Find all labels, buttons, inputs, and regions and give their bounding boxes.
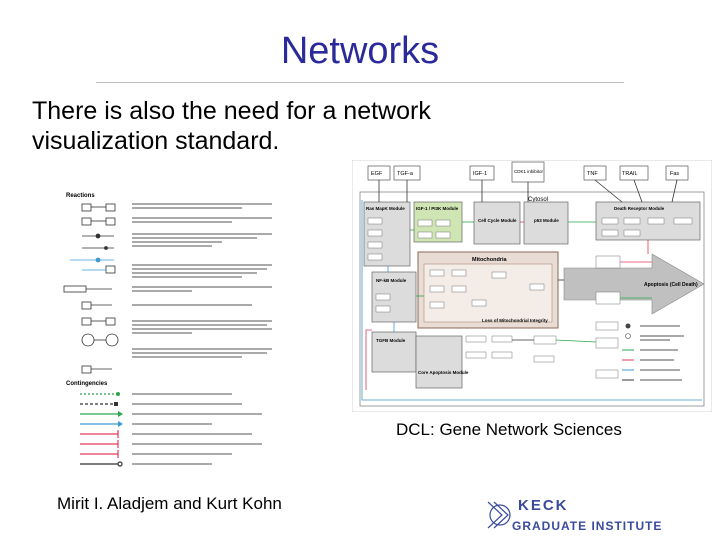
module-p53: p53 Module	[534, 218, 559, 223]
legend-reaction-descriptions	[132, 203, 272, 358]
right-state-nodes	[465, 255, 621, 379]
body-text: There is also the need for a network vis…	[32, 97, 431, 155]
legend-contingency-descriptions	[132, 393, 262, 465]
keck-graduate-institute-logo: KECK GRADUATE INSTITUTE	[487, 497, 662, 533]
mitochondria-inner-nodes	[429, 269, 545, 309]
caption-dcl: DCL: Gene Network Sciences	[396, 420, 622, 439]
logo-line-institute: GRADUATE INSTITUTE	[512, 519, 662, 533]
module-nfkb: NF-kB Module	[376, 278, 407, 283]
top-signal-labels: EGF TGF-a IGF-1 CDK1 inhibitor TNF TRAIL…	[371, 169, 679, 177]
module-cell-cycle: Cell Cycle Module	[478, 218, 517, 223]
node-tgf-a: TGF-a	[397, 171, 414, 177]
legend-section-reactions: Reactions	[66, 193, 95, 199]
network-key	[622, 323, 684, 381]
module-tgfb: TGFB Module	[376, 338, 406, 343]
apoptosis-label: Apoptosis (Cell Death)	[644, 282, 698, 288]
slide-title: Networks	[280, 30, 440, 72]
node-egf: EGF	[371, 171, 383, 177]
top-signal-nodes	[367, 161, 689, 183]
module-labels: Ras MapK Module IGF-1 / PI3K Module Cell…	[366, 206, 665, 375]
logo-mark-icon	[487, 501, 511, 529]
legend-section-contingencies: Contingencies	[66, 381, 108, 387]
node-tnf: TNF	[587, 171, 598, 177]
legend-reaction-symbols	[63, 203, 119, 374]
network-edges	[361, 179, 702, 401]
node-cdk1-inhibitor: CDK1 inhibitor	[514, 169, 544, 174]
node-trail: TRAIL	[622, 171, 638, 177]
loss-integrity-label: Loss of Mitochondrial Integrity	[482, 318, 548, 323]
module-core-apoptosis: Core Apoptosis Module	[418, 370, 469, 375]
mitochondria-label: Mitochondria	[472, 257, 507, 263]
logo-line-keck: KECK	[518, 497, 569, 514]
title-divider	[96, 82, 624, 83]
module-inner-boxes	[367, 217, 693, 313]
node-igf-1: IGF-1	[473, 171, 487, 177]
module-ras-mapk: Ras MapK Module	[366, 206, 405, 211]
gene-network-figure: EGF TGF-a IGF-1 CDK1 inhibitor TNF TRAIL…	[352, 160, 712, 412]
module-death-receptor: Death Receptor Module	[614, 206, 665, 211]
node-fas: Fas	[670, 171, 679, 177]
notation-legend-figure: Reactions Contingencies	[62, 188, 290, 470]
caption-authors: Mirit I. Aladjem and Kurt Kohn	[57, 494, 282, 513]
cytosol-label: Cytosol	[528, 197, 548, 203]
module-igf-pi3k: IGF-1 / PI3K Module	[416, 206, 459, 211]
legend-contingency-lines	[80, 392, 123, 467]
